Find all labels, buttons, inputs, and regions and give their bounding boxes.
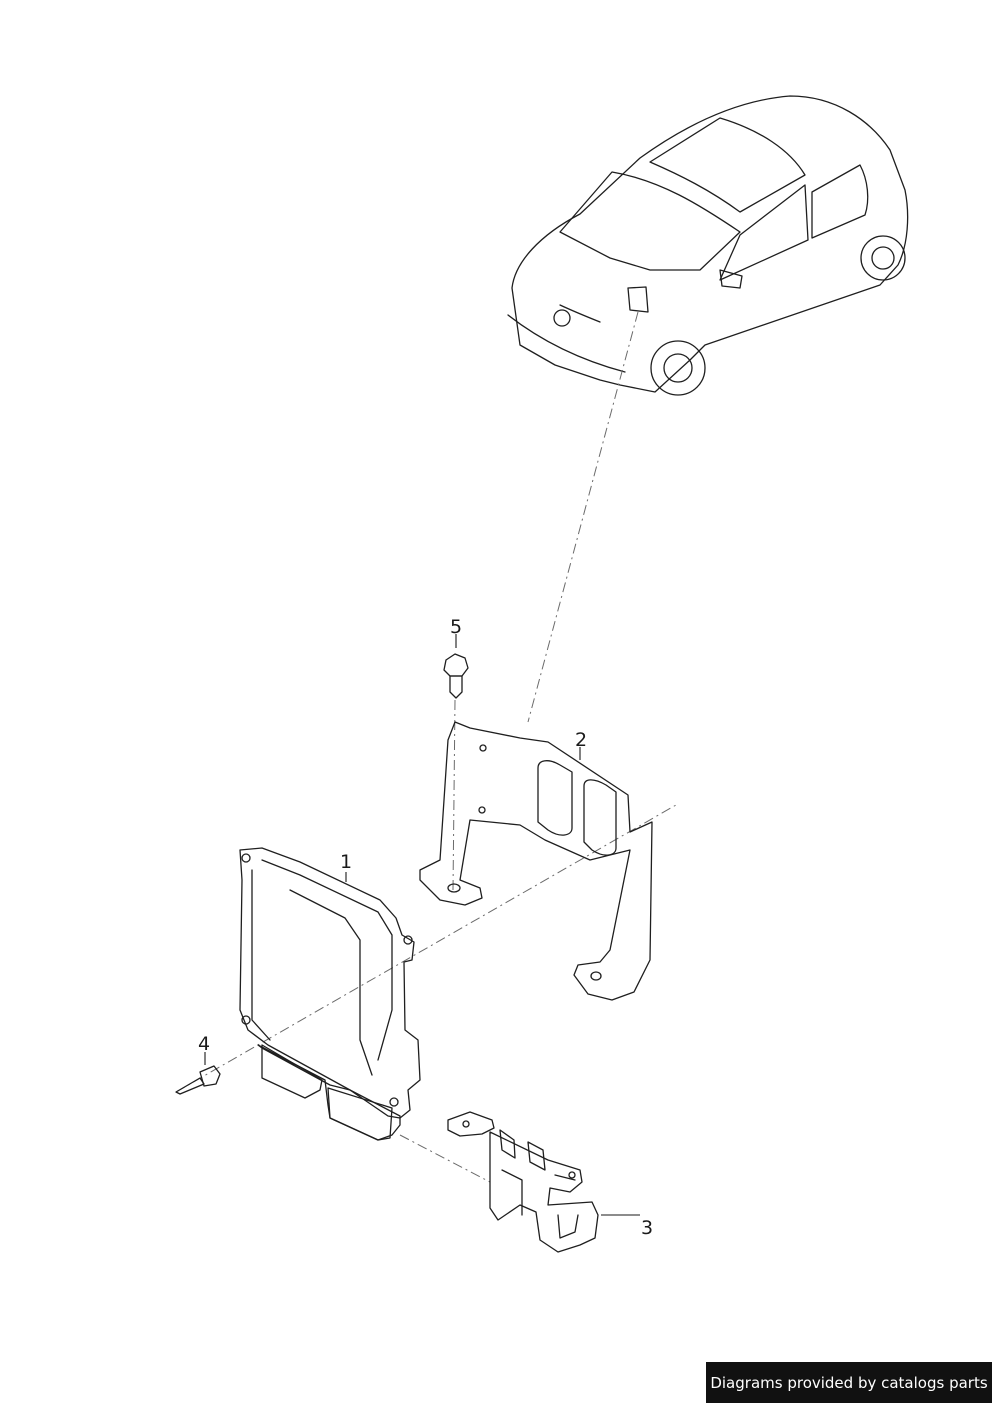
installation-lines <box>175 311 677 1183</box>
callout-label-3: 3 <box>641 1217 653 1239</box>
bracket-part <box>419 721 653 1001</box>
control-unit-part <box>239 847 421 1141</box>
callout-leaders <box>204 634 640 1216</box>
callout-label-1: 1 <box>340 851 352 873</box>
rivet-part <box>175 1065 221 1095</box>
attribution-banner: Diagrams provided by catalogs parts <box>706 1362 992 1403</box>
callout-label-2: 2 <box>575 729 587 751</box>
bolt-part <box>443 653 469 699</box>
vehicle-illustration <box>507 95 909 396</box>
holder-part <box>447 1111 599 1253</box>
callout-label-4: 4 <box>198 1033 210 1055</box>
callout-label-5: 5 <box>450 616 462 638</box>
